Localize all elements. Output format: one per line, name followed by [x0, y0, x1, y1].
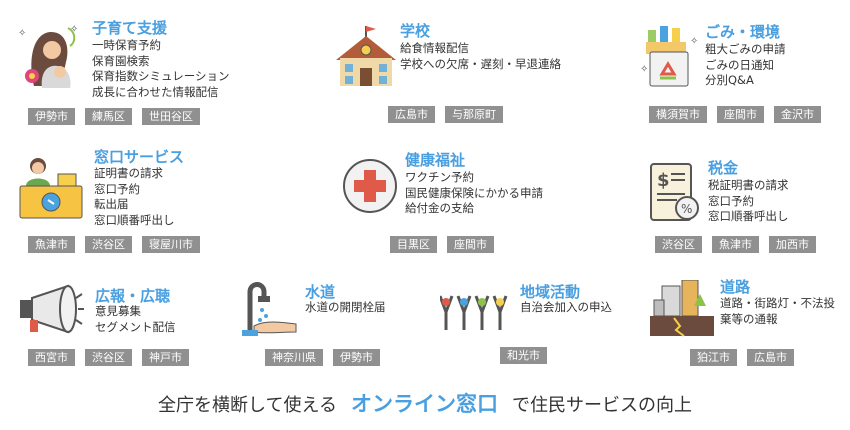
municipality-tag: 世田谷区: [142, 108, 200, 125]
municipality-tag: 目黒区: [390, 236, 437, 253]
footer-highlight: オンライン窓口: [350, 392, 498, 416]
card-item: 税証明書の請求: [708, 178, 789, 192]
card-item: 棄等の通報: [720, 311, 778, 326]
municipality-tag: 魚津市: [28, 236, 75, 253]
card-title: ごみ・環境: [705, 23, 781, 41]
card-item: 保育指数シミュレーション: [92, 69, 230, 83]
municipality-tag: 練馬区: [85, 108, 132, 125]
municipality-tag: 金沢市: [774, 106, 821, 123]
service-counter-icon: [19, 158, 83, 219]
community-people-icon: [440, 295, 508, 330]
card-items: 税証明書の請求 窓口予約 窓口順番呼出し: [708, 178, 789, 225]
municipality-tag: 魚津市: [712, 236, 759, 253]
municipality-tag: 渋谷区: [655, 236, 702, 253]
water-faucet-icon: [242, 282, 297, 336]
svg-text:%: %: [681, 202, 692, 216]
svg-text:✧: ✧: [70, 24, 78, 35]
card-item: 国民健康保険にかかる申請: [405, 185, 543, 200]
municipality-tag: 西宮市: [28, 349, 75, 366]
card-tags: 魚津市 渋谷区 寝屋川市: [28, 236, 200, 253]
card-tags: 神奈川県 伊勢市: [265, 349, 380, 366]
card-item: 一時保育予約: [92, 38, 161, 52]
footer-text-before: 全庁を横断して使える: [158, 395, 337, 416]
card-item: 転出届: [94, 197, 129, 211]
card-item: 水道の開閉栓届: [305, 300, 386, 314]
card-items: 一時保育予約 保育園検索 保育指数シミュレーション 成長に合わせた情報配信: [92, 38, 230, 100]
card-items: 給食情報配信 学校への欠席・遅刻・早退連絡: [400, 41, 561, 72]
card-items: 水道の開閉栓届: [305, 300, 386, 316]
card-title: 健康福祉: [405, 151, 466, 169]
municipality-tag: 伊勢市: [333, 349, 380, 366]
card-item: 成長に合わせた情報配信: [92, 84, 219, 99]
municipality-tag: 渋谷区: [85, 349, 132, 366]
card-item: 自治会加入の申込: [520, 300, 612, 314]
card-tags: 目黒区 座間市: [390, 236, 494, 253]
municipality-tag: 神奈川県: [265, 349, 323, 366]
municipality-tag: 狛江市: [690, 349, 737, 366]
card-tags: 広島市 与那原町: [388, 106, 503, 123]
card-title: 水道: [305, 283, 336, 301]
municipality-tag: 加西市: [769, 236, 816, 253]
municipality-tag: 和光市: [500, 347, 547, 364]
card-items: ワクチン予約 国民健康保険にかかる申請 給付金の支給: [405, 170, 543, 217]
card-item: 給食情報配信: [400, 41, 469, 55]
card-title: 税金: [708, 159, 739, 177]
svg-text:$: $: [657, 170, 670, 191]
card-item: 意見募集: [95, 304, 141, 318]
municipality-tag: 横須賀市: [649, 106, 707, 123]
card-items: 自治会加入の申込: [520, 300, 612, 316]
card-tags: 西宮市 渋谷区 神戸市: [28, 349, 189, 366]
card-item: 保育園検索: [92, 53, 150, 68]
card-title: 子育て支援: [92, 19, 168, 37]
card-item: セグメント配信: [95, 319, 176, 334]
mother-and-baby-icon: ✧ ✧: [18, 24, 78, 88]
card-tags: 狛江市 広島市: [690, 349, 794, 366]
card-items: 証明書の請求 窓口予約 転出届 窓口順番呼出し: [94, 166, 175, 228]
recycling-icon: ✧ ✧: [640, 26, 698, 87]
school-building-icon: [336, 26, 396, 86]
card-item: 分別Q&A: [705, 73, 754, 87]
card-item: 窓口予約: [708, 193, 754, 208]
card-items: 意見募集 セグメント配信: [95, 304, 176, 335]
card-title: 窓口サービス: [94, 148, 185, 166]
card-tags: 渋谷区 魚津市 加西市: [655, 236, 816, 253]
card-title: 広報・広聴: [95, 287, 171, 305]
card-title: 道路: [720, 278, 751, 296]
municipality-tag: 渋谷区: [85, 236, 132, 253]
card-item: 道路・街路灯・不法投: [720, 296, 835, 310]
municipality-tag: 伊勢市: [28, 108, 75, 125]
card-tags: 横須賀市 座間市 金沢市: [649, 106, 821, 123]
svg-text:✧: ✧: [18, 28, 26, 39]
card-item: ワクチン予約: [405, 170, 474, 184]
footer-tagline: 全庁を横断して使えるオンライン窓口で住民サービスの向上: [0, 388, 850, 418]
municipality-tag: 座間市: [717, 106, 764, 123]
card-items: 道路・街路灯・不法投 棄等の通報: [720, 296, 835, 327]
road-damage-icon: [650, 280, 714, 337]
svg-text:✧: ✧: [690, 36, 698, 47]
card-item: 証明書の請求: [94, 166, 163, 180]
municipality-tag: 広島市: [747, 349, 794, 366]
municipality-tag: 寝屋川市: [142, 236, 200, 253]
municipality-tag: 神戸市: [142, 349, 189, 366]
card-tags: 和光市: [500, 347, 547, 364]
card-item: 窓口順番呼出し: [94, 212, 175, 227]
card-item: ごみの日通知: [705, 57, 774, 72]
card-item: 学校への欠席・遅刻・早退連絡: [400, 56, 561, 71]
card-tags: 伊勢市 練馬区 世田谷区: [28, 108, 200, 125]
card-items: 粗大ごみの申請 ごみの日通知 分別Q&A: [705, 42, 786, 89]
municipality-tag: 与那原町: [445, 106, 503, 123]
medical-cross-icon: [343, 159, 397, 213]
card-item: 給付金の支給: [405, 201, 474, 215]
card-title: 学校: [400, 22, 431, 40]
svg-text:✧: ✧: [640, 64, 648, 75]
tax-document-icon: $ %: [650, 163, 699, 221]
card-item: 粗大ごみの申請: [705, 42, 786, 56]
municipality-tag: 座間市: [447, 236, 494, 253]
card-title: 地域活動: [520, 283, 581, 301]
megaphone-icon: [20, 284, 84, 334]
card-item: 窓口順番呼出し: [708, 209, 789, 223]
footer-text-after: で住民サービスの向上: [511, 395, 692, 416]
card-item: 窓口予約: [94, 181, 140, 196]
municipality-tag: 広島市: [388, 106, 435, 123]
